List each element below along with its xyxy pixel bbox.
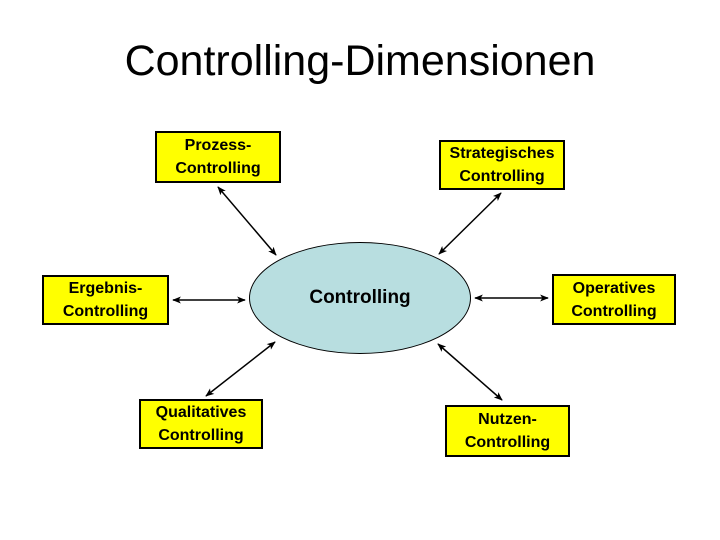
node-ergebnis-controlling: Ergebnis- Controlling [42, 275, 169, 325]
node-qualitatives-controlling: Qualitatives Controlling [139, 399, 263, 449]
node-label: Operatives Controlling [571, 279, 657, 320]
node-prozess-controlling: Prozess- Controlling [155, 131, 281, 183]
center-node-controlling: Controlling [249, 242, 471, 354]
node-nutzen-controlling: Nutzen- Controlling [445, 405, 570, 457]
slide-title: Controlling-Dimensionen [124, 37, 596, 85]
node-label: Prozess- Controlling [175, 137, 261, 177]
center-node-label: Controlling [309, 287, 411, 308]
node-operatives-controlling: Operatives Controlling [552, 274, 676, 325]
node-label: Strategisches Controlling [449, 145, 555, 185]
node-strategisches-controlling: Strategisches Controlling [439, 140, 565, 190]
node-label: Qualitatives Controlling [155, 404, 247, 444]
connector-qualitatives-controlling [205, 341, 276, 397]
node-label: Ergebnis- Controlling [62, 280, 149, 320]
connector-nutzen-controlling [437, 343, 503, 401]
connector-prozess-controlling [217, 186, 277, 256]
node-label: Nutzen- Controlling [464, 411, 551, 451]
connector-strategisches-controlling [438, 192, 502, 255]
